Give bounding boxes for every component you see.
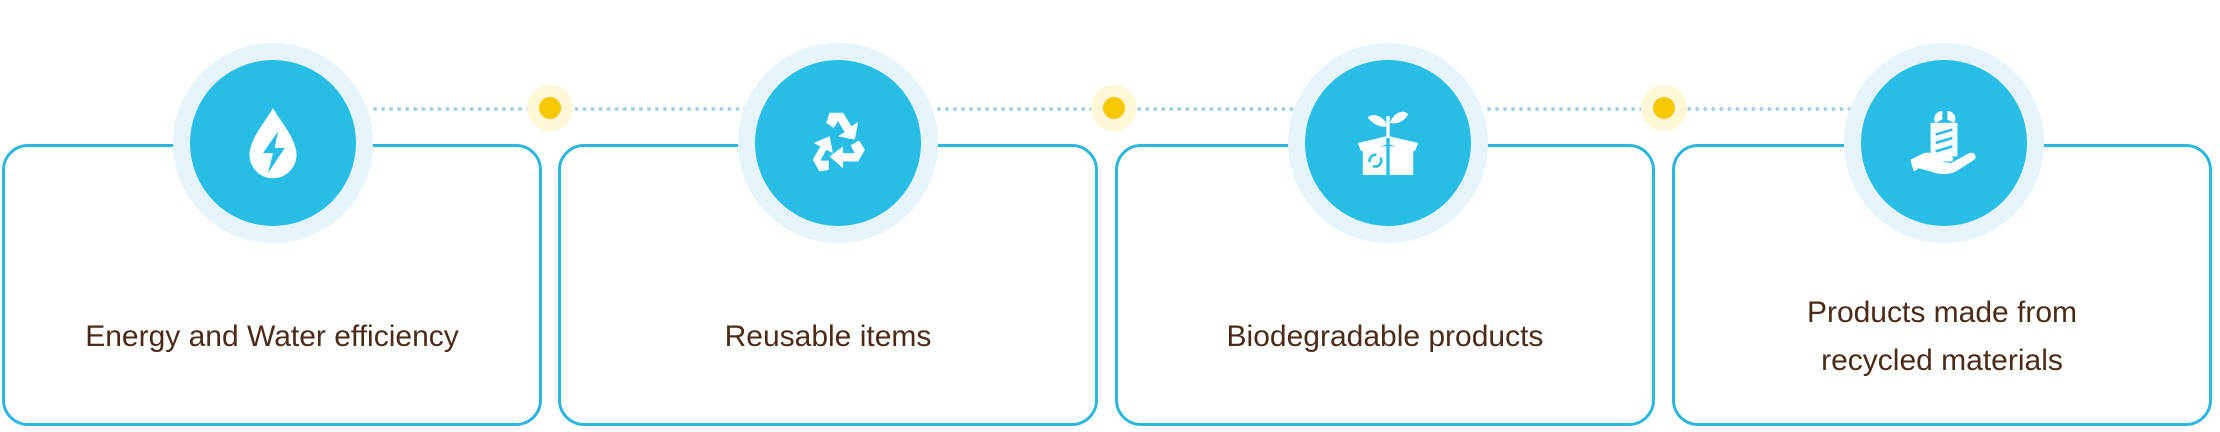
connector-dot-3: [1641, 85, 1687, 131]
connector-dot-1: [527, 85, 573, 131]
water-energy-icon: [249, 107, 297, 179]
icon-badge-2: [738, 43, 938, 243]
step-card-reusable: Reusable items: [558, 144, 1098, 426]
icon-badge-4: [1844, 43, 2044, 243]
plant-box-icon: [1357, 111, 1419, 175]
icon-badge-1: [173, 43, 373, 243]
connector-dot-2: [1091, 85, 1137, 131]
icon-badge-3: [1288, 43, 1488, 243]
step-label: Energy and Water efficiency: [85, 320, 459, 353]
hand-recycled-box-icon: [1910, 111, 1976, 175]
step-label: Products made from recycled materials: [1806, 296, 2078, 377]
recycle-icon: [812, 112, 865, 172]
step-label: Reusable items: [724, 320, 932, 353]
step-label: Biodegradable products: [1226, 320, 1544, 353]
